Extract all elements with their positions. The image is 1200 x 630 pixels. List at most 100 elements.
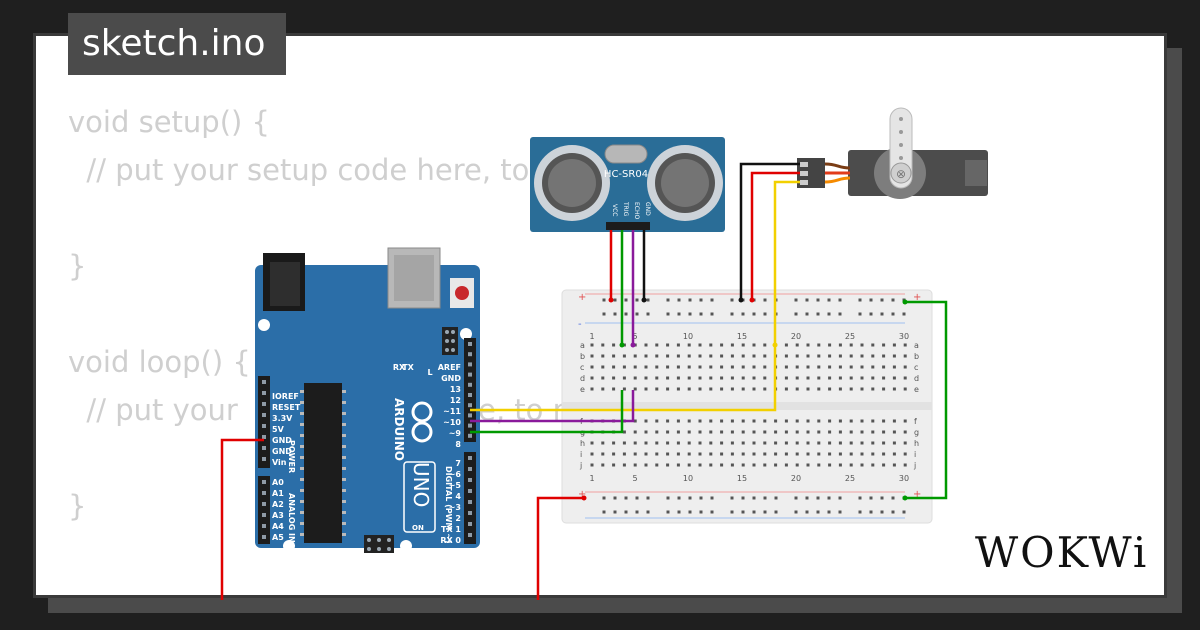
hole [806, 430, 810, 434]
row-label: e [580, 385, 585, 394]
hole [655, 430, 659, 434]
hole [741, 343, 745, 347]
hole [601, 441, 605, 445]
hole [655, 463, 659, 467]
column-label: 25 [845, 474, 855, 483]
servo-motor[interactable]: ⊗ [797, 107, 988, 199]
rail-plus-label: + [913, 489, 921, 500]
hole [882, 463, 886, 467]
hole [635, 510, 639, 514]
hole [677, 312, 681, 316]
hole [300, 467, 304, 470]
hole [828, 452, 832, 456]
hole [882, 441, 886, 445]
hole [805, 298, 809, 302]
hole [342, 511, 346, 514]
hole [655, 387, 659, 391]
hole [622, 354, 626, 358]
hole [763, 298, 767, 302]
hole [262, 446, 266, 450]
hole [644, 452, 648, 456]
hole [752, 419, 756, 423]
hole [687, 463, 691, 467]
hole [858, 312, 862, 316]
hole [590, 441, 594, 445]
hole [763, 430, 767, 434]
hole [624, 510, 628, 514]
pin-label: A4 [272, 522, 284, 531]
hole [590, 452, 594, 456]
column-label: 5 [632, 332, 637, 341]
hole [633, 365, 637, 369]
hole [869, 510, 873, 514]
hole [880, 496, 884, 500]
hole [468, 342, 472, 346]
hole [763, 343, 767, 347]
hole [655, 452, 659, 456]
hole [882, 365, 886, 369]
hole [827, 496, 831, 500]
hole [666, 510, 670, 514]
hole [720, 376, 724, 380]
hole [688, 496, 692, 500]
hole [784, 376, 788, 380]
hole [613, 496, 617, 500]
hole [774, 496, 778, 500]
hole [720, 343, 724, 347]
hole [730, 365, 734, 369]
hole [858, 510, 862, 514]
hole [666, 496, 670, 500]
file-tab[interactable]: sketch.ino [68, 13, 286, 75]
rail-plus-label: + [578, 489, 586, 500]
row-label: f [914, 417, 917, 426]
hole [601, 387, 605, 391]
uno-model: UNO [409, 462, 433, 507]
hole [838, 510, 842, 514]
hole [871, 387, 875, 391]
arduino-brand: ARDUINO [392, 398, 406, 461]
hole [590, 343, 594, 347]
hole [676, 387, 680, 391]
hole [871, 365, 875, 369]
arduino-uno-board[interactable]: IOREF RESET 3.3V 5V GND GND Vin A0 A1 A2… [255, 247, 480, 553]
hole [817, 343, 821, 347]
column-label: 30 [899, 332, 909, 341]
power-label: POWER [287, 440, 296, 473]
hole [590, 354, 594, 358]
code-line: } [68, 249, 87, 283]
ultrasonic-sensor[interactable]: HC-SR04 VCC TRIG ECHO GND [530, 137, 725, 232]
pin-label: ~9 [449, 429, 462, 438]
hole [601, 376, 605, 380]
column-label: 25 [845, 332, 855, 341]
hole [849, 419, 853, 423]
transducer-right [647, 145, 723, 221]
hole [342, 522, 346, 525]
hole [828, 419, 832, 423]
hole [869, 298, 873, 302]
microcontroller-chip [304, 383, 342, 543]
hole [687, 354, 691, 358]
hole [300, 500, 304, 503]
hole [882, 430, 886, 434]
hole [676, 354, 680, 358]
hole [709, 343, 713, 347]
hole [892, 430, 896, 434]
hole [903, 430, 907, 434]
hole [806, 463, 810, 467]
hole [622, 376, 626, 380]
hole [860, 419, 864, 423]
hole [622, 365, 626, 369]
breadboard: + - + + + 1 5 10 15 20 25 30 1 5 10 15 2… [561, 289, 933, 524]
hole [644, 343, 648, 347]
hole [300, 522, 304, 525]
hole [666, 430, 670, 434]
column-label: 10 [683, 474, 693, 483]
sensor-model-label: HC-SR04 [604, 169, 648, 180]
hole [752, 387, 756, 391]
hole [688, 510, 692, 514]
hole [805, 312, 809, 316]
hole [838, 312, 842, 316]
hole [601, 343, 605, 347]
column-label: 20 [791, 474, 801, 483]
hole [806, 387, 810, 391]
